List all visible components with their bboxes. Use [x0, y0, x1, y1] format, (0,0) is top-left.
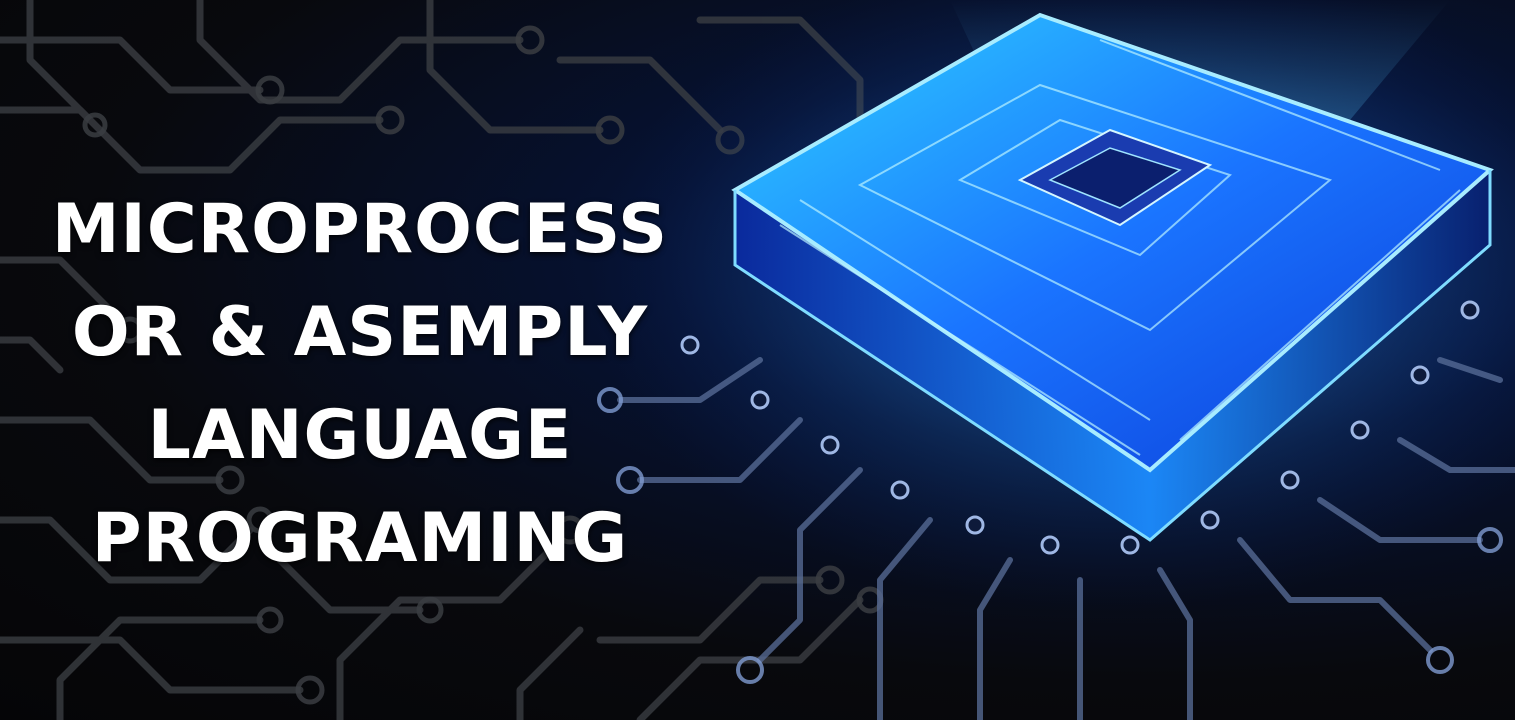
headline-title: MICROPROCESS OR & ASEMPLY LANGUAGE PROGR…	[20, 178, 700, 590]
microchip-icon	[731, 12, 1494, 542]
headline-line-1: MICROPROCESS	[51, 190, 669, 269]
headline-line-2: OR & ASEMPLY	[71, 293, 649, 372]
headline-line-3: LANGUAGE	[147, 396, 573, 475]
headline-line-4: PROGRAMING	[91, 499, 629, 578]
